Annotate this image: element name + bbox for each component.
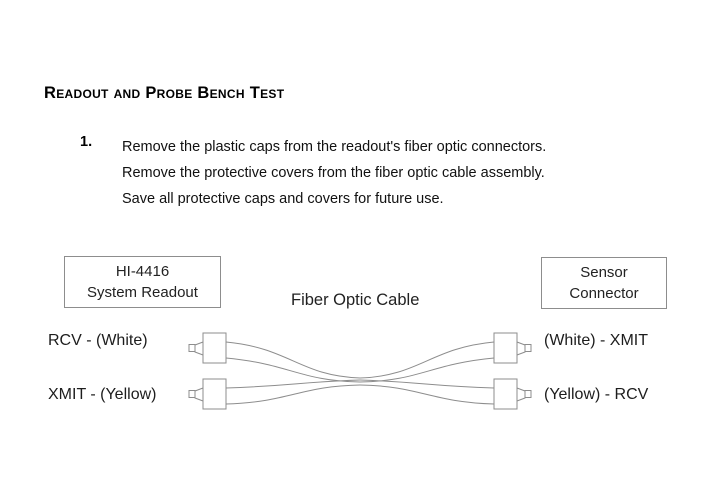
connector-right-top	[493, 332, 532, 364]
readout-name: System Readout	[87, 284, 198, 301]
cable-path-yellow-upper	[225, 379, 361, 389]
sensor-label-line1: Sensor	[580, 264, 628, 281]
connector-right-bottom	[493, 378, 532, 410]
cable-artwork	[188, 332, 532, 410]
fiber-optic-diagram: HI-4416 System Readout Sensor Connector …	[0, 236, 720, 436]
step-line: Remove the plastic caps from the readout…	[122, 139, 547, 155]
cable-path-white-lower	[225, 357, 361, 383]
instruction-step: 1. Remove the plastic caps from the read…	[80, 134, 640, 212]
step-number: 1.	[80, 134, 93, 150]
readout-model: HI-4416	[115, 263, 170, 280]
cable-path-yellow-lower	[225, 384, 361, 405]
step-line: Remove the protective covers from the fi…	[122, 165, 545, 181]
port-label-left-top: RCV - (White)	[48, 332, 148, 349]
port-label-right-bottom: (Yellow) - RCV	[544, 386, 649, 403]
readout-box: HI-4416 System Readout	[64, 256, 221, 308]
port-label-right-top: (White) - XMIT	[544, 332, 648, 349]
step-text: Remove the plastic caps from the readout…	[122, 134, 640, 212]
sensor-label-line2: Connector	[569, 285, 639, 302]
cable-path-yellow-upper-right	[359, 379, 495, 389]
port-label-left-bottom: XMIT - (Yellow)	[48, 386, 157, 403]
step-line: Save all protective caps and covers for …	[122, 191, 444, 207]
cable-path-yellow-lower-right	[359, 384, 495, 405]
connector-left-bottom	[188, 378, 227, 410]
cable-path-white-lower-right	[359, 357, 495, 383]
cable-path-white-upper	[225, 341, 361, 379]
connector-left-top	[188, 332, 227, 364]
cable-title: Fiber Optic Cable	[291, 291, 420, 309]
cable-path-white-upper-right	[359, 341, 495, 379]
page-title: Readout and Probe Bench Test	[44, 84, 285, 102]
sensor-connector-box: Sensor Connector	[541, 257, 667, 309]
